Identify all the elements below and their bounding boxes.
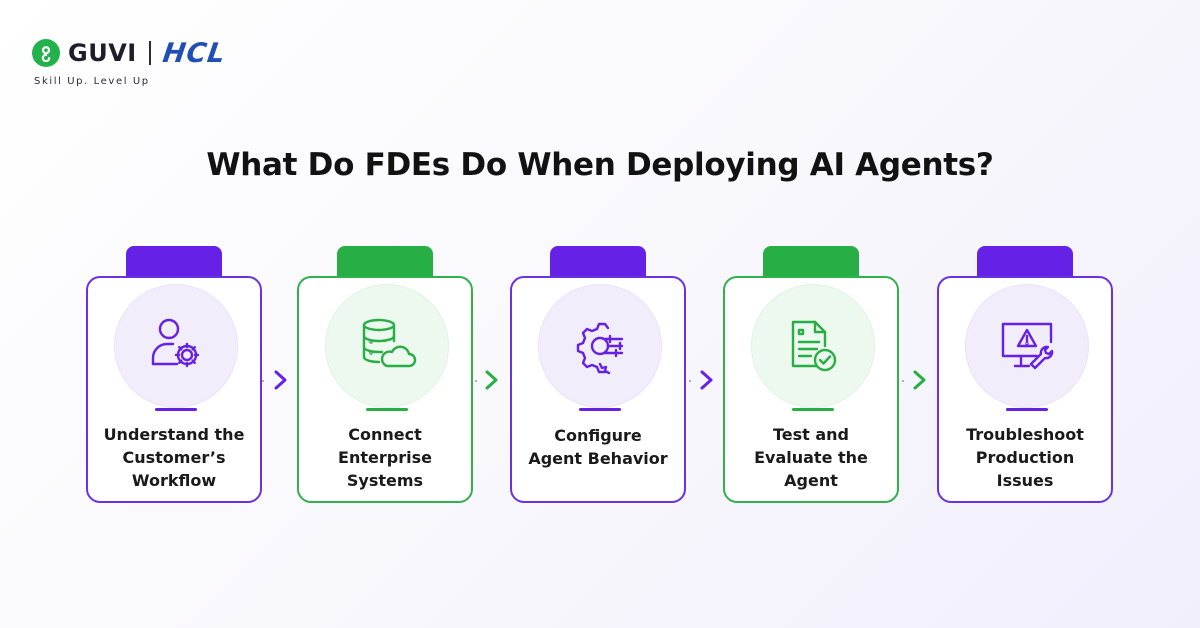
icon-circle bbox=[538, 284, 662, 408]
connector-dot bbox=[689, 380, 691, 382]
step-label-line: Enterprise bbox=[338, 448, 432, 467]
chevron-right-icon bbox=[700, 370, 713, 390]
document-check-icon bbox=[791, 320, 837, 372]
step-divider bbox=[792, 408, 834, 411]
brand-logo: GUVI HCL Skill Up. Level Up bbox=[32, 38, 228, 87]
step-card: Configure Agent Behavior bbox=[510, 276, 686, 503]
step-label-line: Systems bbox=[346, 471, 424, 490]
icon-circle bbox=[965, 284, 1089, 408]
logo-divider bbox=[148, 41, 151, 65]
user-gear-icon bbox=[151, 318, 200, 368]
step-label-line: Agent bbox=[784, 471, 838, 490]
step-card: Troubleshoot Production Issues bbox=[937, 276, 1113, 503]
step-label: Troubleshoot Production Issues bbox=[945, 423, 1105, 492]
step-label-line: Agent Behavior bbox=[528, 449, 668, 468]
page-title: What Do FDEs Do When Deploying AI Agents… bbox=[206, 147, 994, 183]
step-label-line: Test and bbox=[772, 425, 850, 444]
step-label: Understand the Customer’s Workflow bbox=[94, 423, 254, 492]
guvi-wordmark: GUVI bbox=[68, 39, 137, 67]
step-label: Test and Evaluate the Agent bbox=[731, 423, 891, 492]
chevron-right-icon bbox=[485, 370, 498, 390]
step-label-line: Configure bbox=[554, 426, 642, 445]
icon-circle bbox=[114, 284, 238, 408]
step-card: Test and Evaluate the Agent bbox=[723, 276, 899, 503]
step-label: Configure Agent Behavior bbox=[518, 424, 678, 470]
step-card: Connect Enterprise Systems bbox=[297, 276, 473, 503]
guvi-logo-icon bbox=[32, 39, 60, 67]
step-card: Understand the Customer’s Workflow bbox=[86, 276, 262, 503]
step-divider bbox=[155, 408, 197, 411]
connector-dot bbox=[262, 380, 264, 382]
step-label-line: Workflow bbox=[131, 471, 217, 490]
step-label: Connect Enterprise Systems bbox=[305, 423, 465, 492]
step-label-line: Connect bbox=[348, 425, 422, 444]
logo-tagline: Skill Up. Level Up bbox=[34, 76, 150, 87]
gear-settings-icon bbox=[576, 322, 624, 375]
step-divider bbox=[366, 408, 408, 411]
step-divider bbox=[1006, 408, 1048, 411]
database-cloud-icon bbox=[362, 318, 417, 368]
icon-circle bbox=[325, 284, 449, 408]
step-label-line: Production Issues bbox=[975, 448, 1075, 490]
step-label-line: Troubleshoot bbox=[966, 425, 1084, 444]
monitor-warning-wrench-icon bbox=[1001, 322, 1054, 370]
step-divider bbox=[579, 408, 621, 411]
step-label-line: Evaluate the bbox=[754, 448, 868, 467]
connector-dot bbox=[475, 380, 477, 382]
icon-circle bbox=[751, 284, 875, 408]
connector-dot bbox=[902, 380, 904, 382]
chevron-right-icon bbox=[913, 370, 926, 390]
chevron-right-icon bbox=[274, 370, 287, 390]
step-label-line: Understand the bbox=[103, 425, 245, 444]
step-label-line: Customer’s bbox=[122, 448, 226, 467]
